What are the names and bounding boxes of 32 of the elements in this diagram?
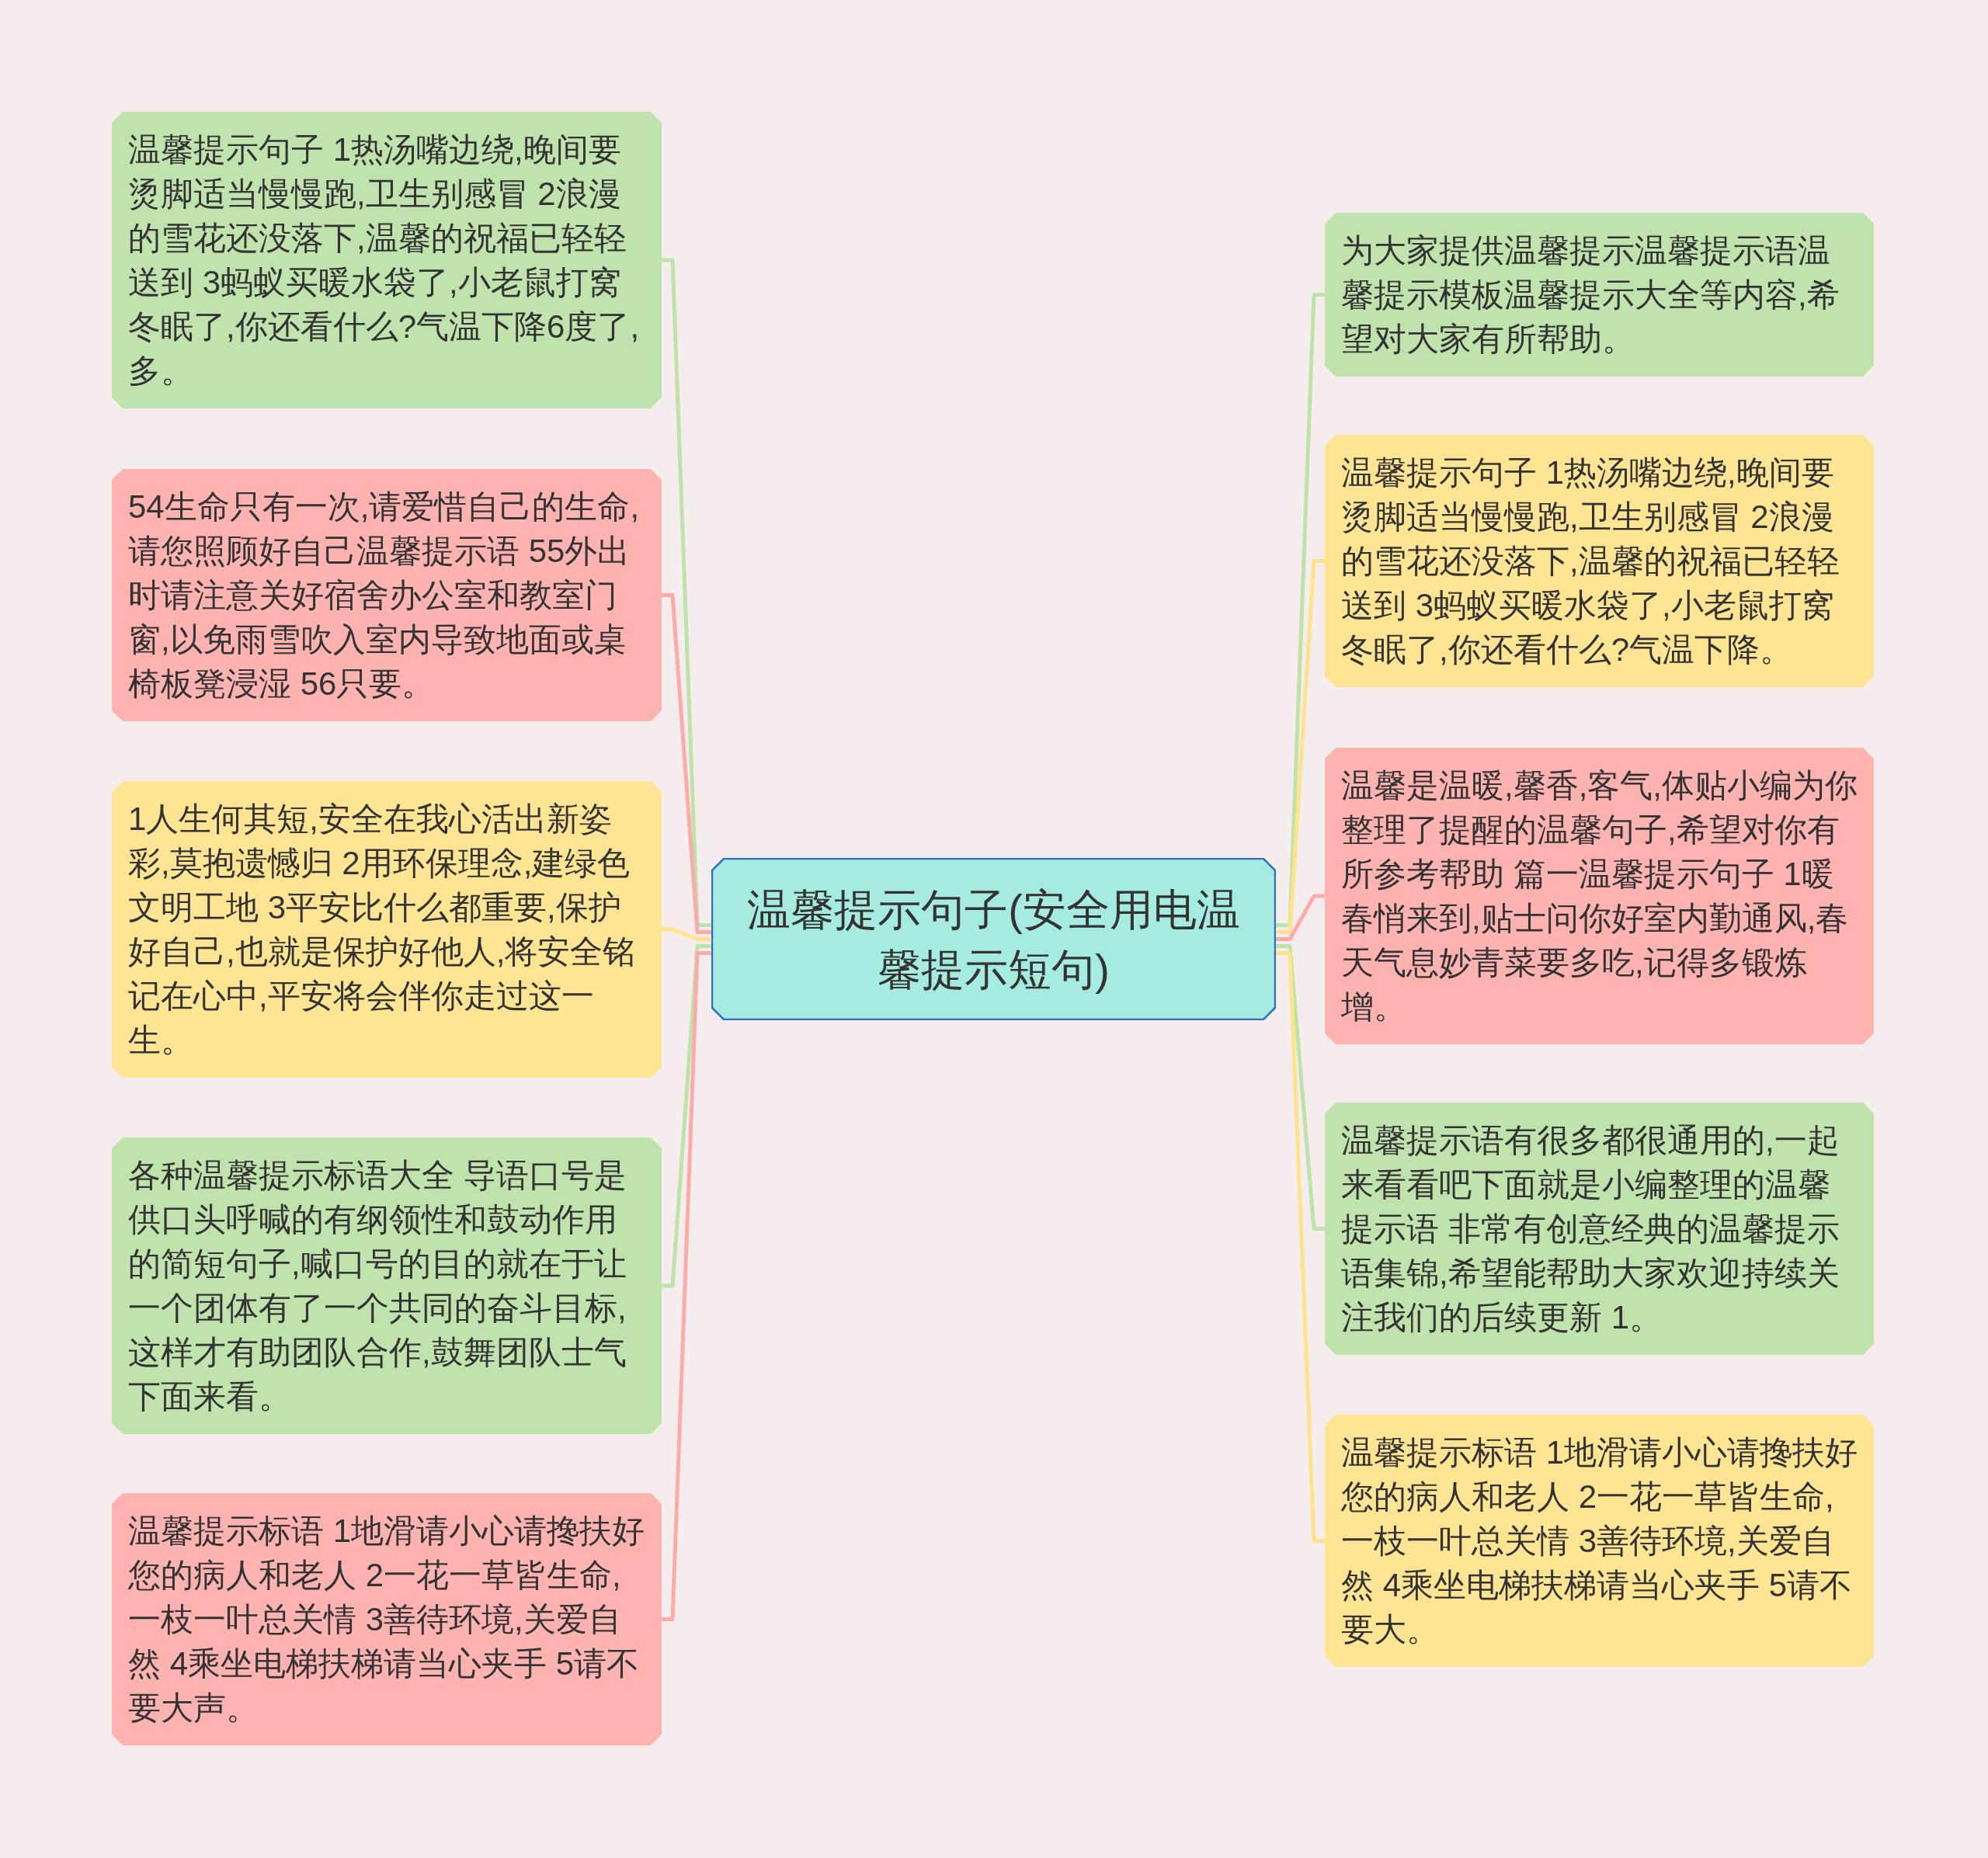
note-card [112, 469, 662, 721]
note-card [112, 112, 662, 408]
topic-text: 温馨提示句子(安全用电温馨提示短句) [746, 884, 1241, 995]
note-text: 温馨提示标语 1地滑请小心请搀扶好您的病人和老人 2一花一草皆生命,一枝一叶总关情 3善待环境,关爱自然 4乘坐电梯扶梯请当心夹手 5请不要大声。 [128, 1512, 646, 1728]
note-text: 温馨提示标语 1地滑请小心请搀扶好您的病人和老人 2一花一草皆生命,一枝一叶总关情 3善待环境,关爱自然 4乘坐电梯扶梯请当心夹手 5请不要大。 [1341, 1433, 1858, 1649]
note-card [112, 1137, 662, 1434]
note-text: 温馨是温暖,馨香,客气,体贴小编为你整理了提醒的温馨句子,希望对你有所参考帮助 篇一温馨提示句子 1暖春悄来到,贴士问你好室内勤通风,春天气息妙青菜要多吃,记得多锻炼增。 [1341, 766, 1858, 1026]
note-text: 温馨提示句子 1热汤嘴边绕,晚间要烫脚适当慢慢跑,卫生别感冒 2浪漫的雪花还没落下,温馨的祝福已轻轻送到 3蚂蚁买暖水袋了,小老鼠打窝冬眠了,你还看什么?气温下降。 [1341, 453, 1840, 669]
note-card [1325, 1103, 1874, 1355]
branch-line [662, 927, 711, 941]
note-text: 1人生何其短,安全在我心活出新姿彩,莫抱遗憾归 2用环保理念,建绿色文明工地 3平安比什么都重要,保护好自己,也就是保护好他人,将安全铭记在心中,平安将会伴你走过这一生。 [128, 800, 637, 1060]
note-card [1325, 1415, 1874, 1667]
branch-line [1276, 894, 1325, 941]
branch-line [662, 944, 711, 1288]
branch-line [662, 951, 711, 1621]
note-card [1325, 748, 1874, 1044]
branch-line [1276, 559, 1325, 934]
note-card [1325, 435, 1874, 687]
note-text: 温馨提示句子 1热汤嘴边绕,晚间要烫脚适当慢慢跑,卫生别感冒 2浪漫的雪花还没落下,温馨的祝福已轻轻送到 3蚂蚁买暖水袋了,小老鼠打窝冬眠了,你还看什么?气温下降6度了,多。 [128, 130, 641, 391]
note-text: 为大家提供温馨提示温馨提示语温馨提示模板温馨提示大全等内容,希望对大家有所帮助。 [1341, 231, 1840, 359]
note-card [112, 1493, 662, 1745]
branch-line [1276, 293, 1325, 927]
central-topic-box [711, 858, 1276, 1020]
note-text: 各种温馨提示标语大全 导语口号是供口头呼喊的有纲领性和鼓动作用的简短句子,喊口号的目的就在于让一个团体有了一个共同的奋斗目标,这样才有助团队合作,鼓舞团队士气下面来看。 [128, 1156, 627, 1416]
note-card [1325, 213, 1874, 377]
branch-line [1276, 951, 1325, 1543]
branch-line [662, 593, 711, 934]
note-card [112, 781, 662, 1078]
note-text: 温馨提示语有很多都很通用的,一起来看看吧下面就是小编整理的温馨提示语 非常有创意经典的温馨提示语集锦,希望能帮助大家欢迎持续关注我们的后续更新 1。 [1341, 1121, 1840, 1337]
note-text: 54生命只有一次,请爱惜自己的生命,请您照顾好自己温馨提示语 55外出时请注意关好宿舍办公室和教室门窗,以免雨雪吹入室内导致地面或桌椅板凳浸湿 56只要。 [128, 488, 641, 703]
branch-line [1276, 944, 1325, 1231]
branch-line [662, 258, 711, 927]
